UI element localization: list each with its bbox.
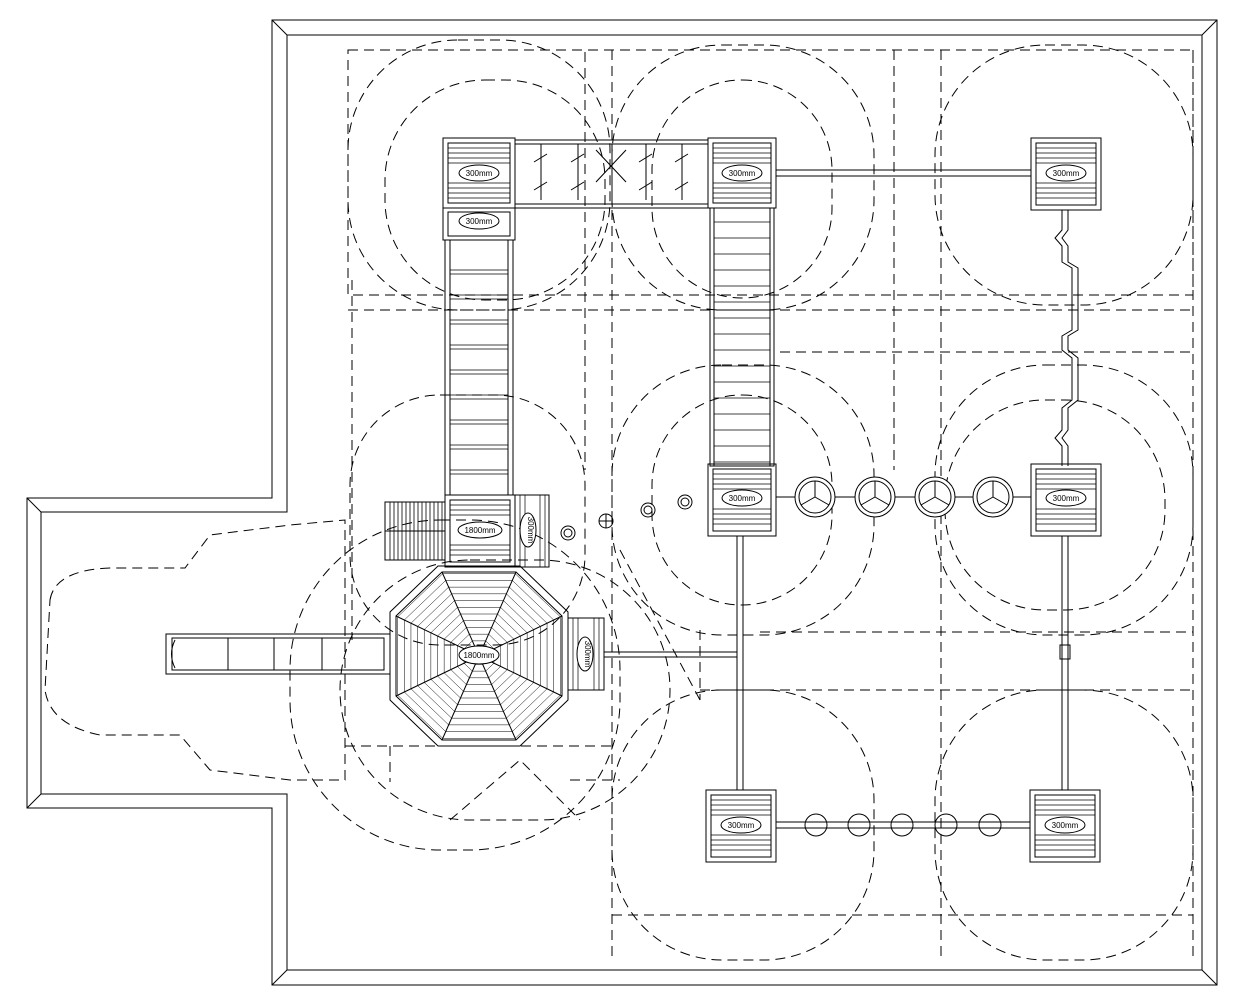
platform-label: 300mm [466,169,493,178]
deck-side[interactable]: 300mm [514,494,550,568]
platform-label: 300mm [729,494,756,503]
platform-label: 300mm [466,217,493,226]
zigzag-beam[interactable] [1054,210,1079,466]
platform-label: 300mm [1052,821,1079,830]
bridge-top-horizontal[interactable] [514,139,709,209]
platform-bottom-right[interactable]: 300mm [1029,789,1101,863]
platform-top-right[interactable]: 300mm [1030,137,1102,211]
octagon-side-deck[interactable]: 300mm [567,617,605,691]
platform-label: 300mm [728,821,755,830]
stepping-rings[interactable] [560,494,693,541]
top-rope-traverse[interactable] [776,169,1031,177]
platform-middle-center[interactable]: 300mm [707,463,777,537]
platform-middle-right[interactable]: 300mm [1030,463,1102,537]
slide[interactable] [165,633,391,675]
deck-large[interactable]: 1800mm [444,494,516,568]
platform-label: 300mm [583,641,592,668]
platform-top-left[interactable]: 300mm [442,137,516,209]
platform-label: 1800mm [463,651,494,660]
platform-label: 300mm [729,169,756,178]
wheel-traverse[interactable] [776,476,1031,518]
platform-label: 300mm [1053,169,1080,178]
platform-top-left-lower[interactable]: 300mm [442,207,516,241]
platform-bottom-center[interactable]: 300mm [705,789,777,863]
platform-label: 1800mm [464,526,495,535]
platform-label: 300mm [526,517,535,544]
site-boundary [26,19,1218,986]
octagon-tower[interactable]: 1800mm [389,565,569,747]
bridge-left-vertical[interactable] [444,239,514,496]
bridge-middle-vertical[interactable] [709,207,775,467]
platform-label: 300mm [1053,494,1080,503]
platform-top-middle[interactable]: 300mm [707,137,777,209]
stepping-disc-traverse[interactable] [776,813,1030,837]
stairs-left[interactable] [384,501,446,561]
